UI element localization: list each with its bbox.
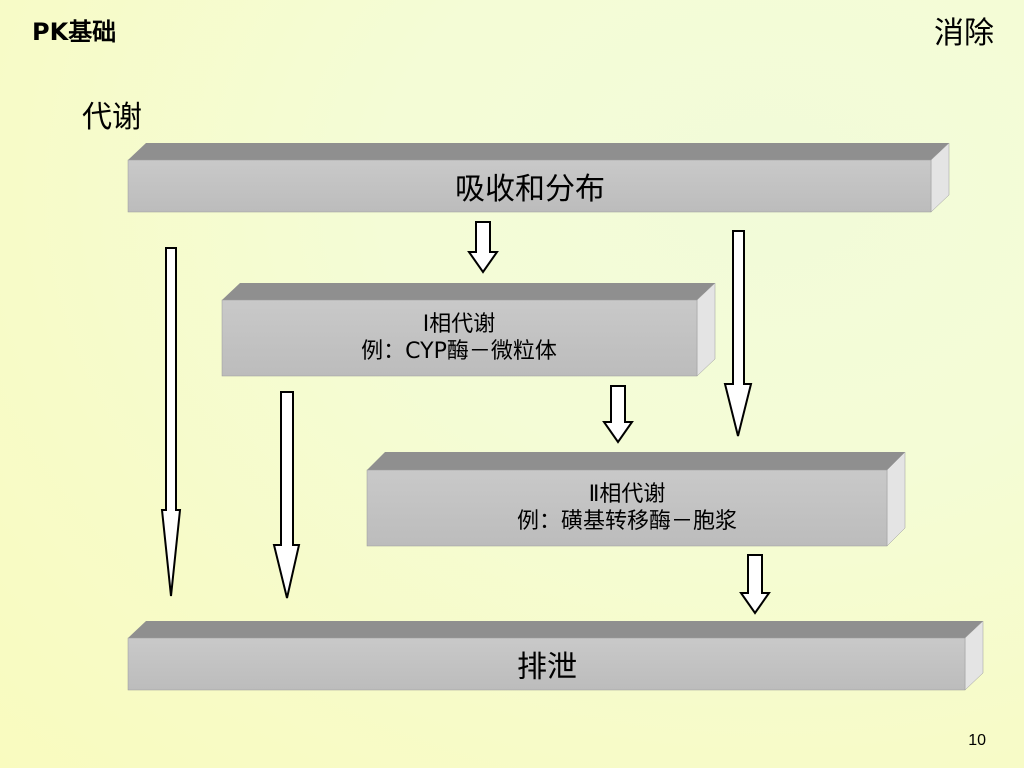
phase2-box-top [367, 452, 905, 470]
absorption-box-face [127, 159, 932, 213]
phase1-example: 例：CYP酶－微粒体 [361, 339, 557, 364]
phase1-box-face [221, 299, 698, 377]
phase2-example: 例：磺基转移酶－胞浆 [516, 509, 737, 534]
section-title: 代谢 [82, 100, 142, 135]
absorption-label: 吸收和分布 [455, 172, 605, 207]
arrow-phase1-to-excretion [272, 391, 301, 599]
phase1-title: Ⅰ相代谢 [422, 311, 496, 337]
arrow-phase1-to-phase2 [602, 385, 634, 444]
phase1-label: Ⅰ相代谢 例：CYP酶－微粒体 [222, 300, 696, 376]
phase2-box [366, 451, 906, 547]
excretion-box-top [128, 621, 983, 638]
arrow-absorption-to-excretion [160, 247, 182, 597]
excretion-box-face [127, 637, 966, 691]
phase2-title: Ⅱ相代谢 [588, 481, 666, 507]
phase1-box-top [222, 283, 715, 300]
header-left-title: PK基础 [32, 18, 117, 46]
header-right-title: 消除 [934, 16, 994, 51]
arrow-absorption-to-phase2 [723, 230, 753, 437]
absorption-box-top [128, 143, 949, 160]
excretion-box [127, 620, 984, 691]
arrow-phase2-to-excretion [739, 554, 771, 615]
page-number: 10 [968, 732, 986, 749]
absorption-box [127, 142, 950, 213]
arrow-absorption-to-phase1 [467, 221, 499, 274]
phase2-label: Ⅱ相代谢 例：磺基转移酶－胞浆 [367, 470, 887, 546]
phase2-box-face [366, 469, 888, 547]
phase1-box [221, 282, 716, 377]
excretion-label: 排泄 [517, 650, 577, 685]
